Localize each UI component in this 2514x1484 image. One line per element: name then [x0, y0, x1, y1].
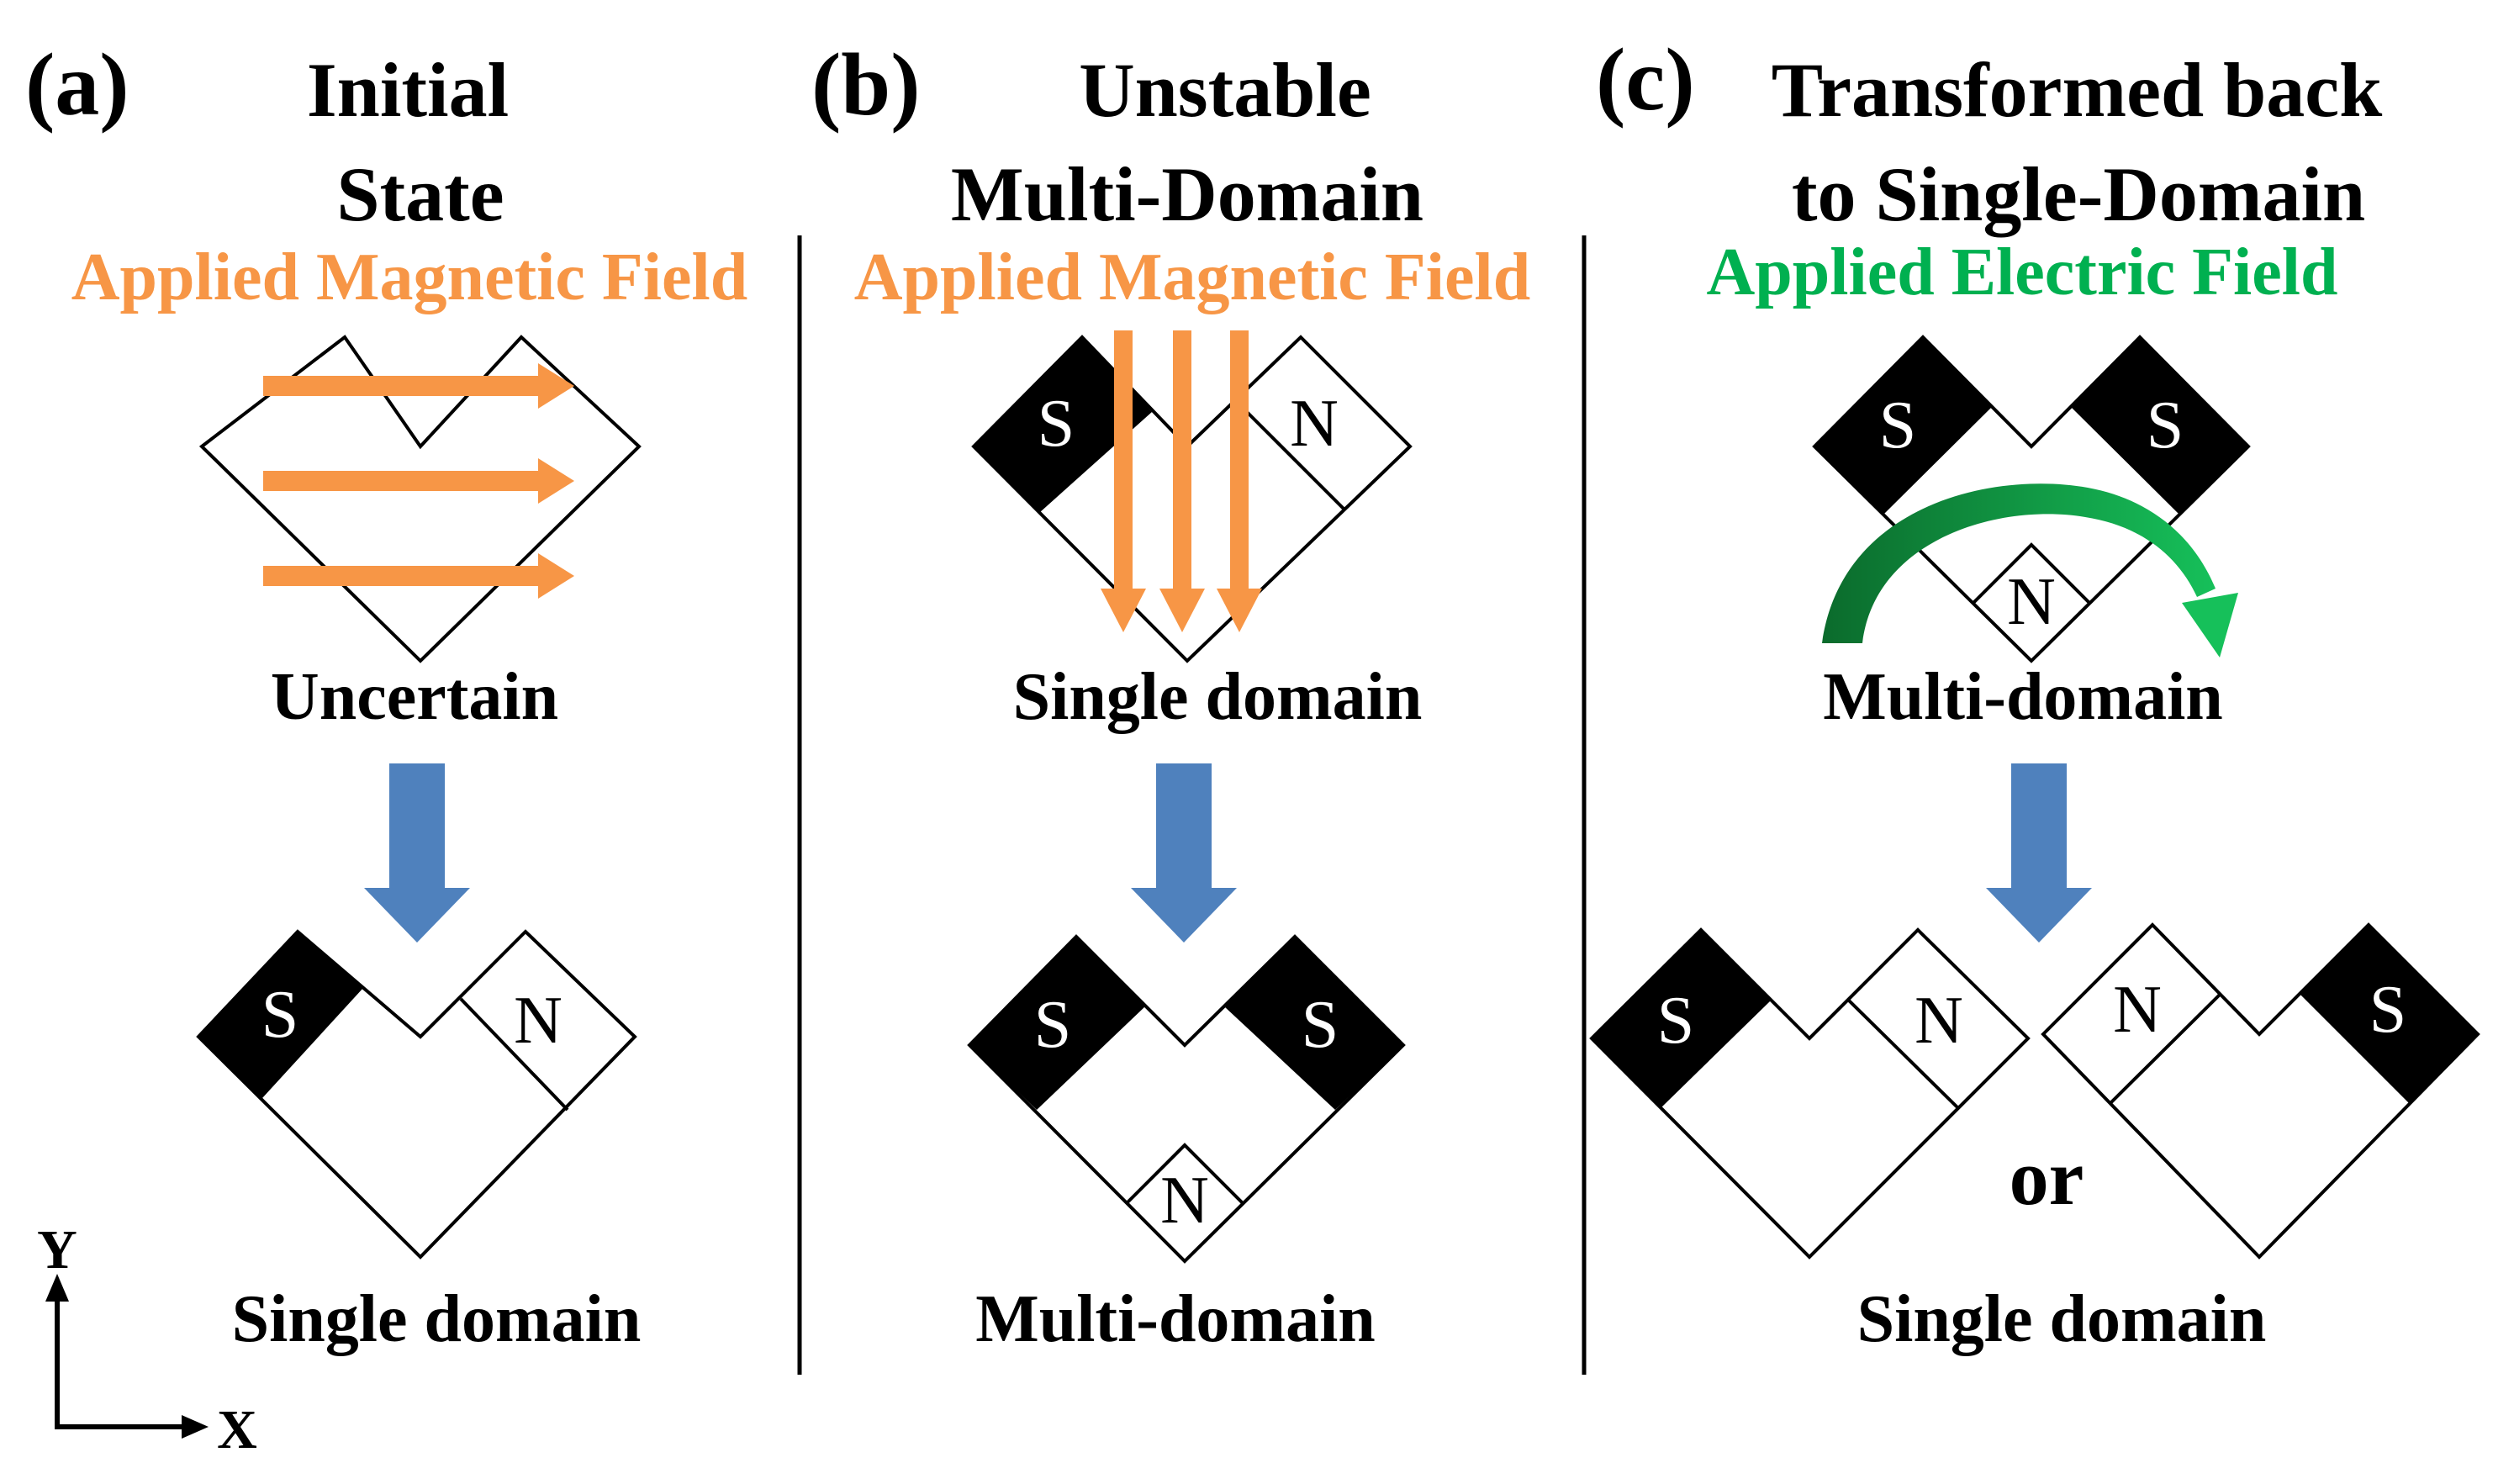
panel-c-before-north: N	[2007, 565, 2056, 639]
panel-c-field-label: Applied Electric Field	[1706, 235, 2337, 309]
panel-c-option1-north: N	[1915, 984, 1963, 1058]
south-pole	[1592, 930, 1771, 1108]
panel-c-option2-north: N	[2113, 973, 2162, 1047]
panel-a-before-state: Uncertain	[271, 660, 558, 734]
panel-b-after-south-right: S	[1302, 988, 1339, 1062]
panel-b-field-label: Applied Magnetic Field	[854, 240, 1530, 314]
panel-c-multi-domain-shape: S S N	[1812, 335, 2251, 663]
panel-a: (a) Initial State Applied Magnetic Field…	[25, 35, 747, 1356]
arrow-icon	[263, 458, 574, 504]
panel-a-uncertain-shape	[198, 335, 642, 663]
panel-c-letter: (c)	[1596, 30, 1695, 129]
arrow-icon	[1159, 330, 1205, 632]
panel-a-title-line1: Initial	[307, 47, 509, 133]
panel-b-title-line1: Unstable	[1079, 47, 1371, 133]
down-arrow-icon	[364, 763, 470, 943]
panel-c-before-south-left: S	[1879, 388, 1917, 462]
south-pole	[2071, 337, 2248, 515]
panel-a-after-state: Single domain	[232, 1282, 642, 1356]
south-pole	[198, 932, 363, 1098]
panel-b-after-south-left: S	[1034, 988, 1072, 1062]
panel-c-option2-shape: N S	[2041, 922, 2480, 1260]
panel-b-multi-domain-shape: S S N	[967, 934, 1406, 1264]
panel-b-after-state: Multi-domain	[975, 1282, 1376, 1356]
panel-c-before-south-right: S	[2147, 388, 2184, 462]
axes-indicator: Y X	[37, 1219, 257, 1460]
panel-c-option1-south: S	[1657, 984, 1695, 1058]
y-axis-label: Y	[37, 1219, 77, 1281]
panel-c-option2-south: S	[2369, 973, 2407, 1047]
panel-a-single-domain-shape: S N	[196, 929, 637, 1260]
panel-b-before-north: N	[1290, 387, 1339, 461]
panel-c: (c) Transformed back to Single-Domain Ap…	[1589, 30, 2480, 1356]
panel-b: (b) Unstable Multi-Domain Applied Magnet…	[811, 35, 1530, 1356]
panel-b-title-line2: Multi-Domain	[951, 151, 1423, 237]
panel-c-before-state: Multi-domain	[1823, 660, 2223, 734]
panel-a-after-north: N	[514, 984, 562, 1058]
panel-a-field-arrows	[263, 363, 574, 599]
arrow-icon	[263, 363, 574, 409]
panel-a-after-south: S	[261, 978, 299, 1052]
x-axis-label: X	[217, 1399, 257, 1460]
x-axis-arrowhead	[182, 1415, 209, 1439]
south-pole	[969, 937, 1145, 1110]
panel-b-single-domain-shape: S N	[971, 335, 1413, 663]
panel-c-title-line2: to Single-Domain	[1792, 151, 2365, 237]
south-pole	[974, 337, 1152, 513]
panel-a-title-line2: State	[336, 151, 504, 237]
panel-c-after-state: Single domain	[1857, 1282, 2267, 1356]
panel-a-field-label: Applied Magnetic Field	[71, 240, 747, 314]
panel-a-letter: (a)	[25, 35, 129, 134]
down-arrow-icon	[1986, 763, 2092, 943]
south-pole	[1814, 337, 1992, 515]
panel-b-after-north: N	[1160, 1164, 1209, 1238]
y-axis-arrowhead	[45, 1274, 69, 1302]
panel-b-field-arrows	[1101, 330, 1262, 632]
south-pole	[1224, 937, 1403, 1110]
panel-c-title-line1: Transformed back	[1772, 47, 2383, 133]
down-arrow-icon	[1131, 763, 1237, 943]
south-pole	[2300, 925, 2478, 1103]
arrow-icon	[1101, 330, 1146, 632]
panel-b-before-state: Single domain	[1013, 660, 1423, 734]
arrow-icon	[263, 553, 574, 599]
panel-c-or-separator: or	[2010, 1134, 2084, 1222]
curved-arrow-icon	[1822, 483, 2238, 658]
arrow-icon	[1217, 330, 1262, 632]
panel-b-before-south: S	[1038, 387, 1075, 461]
panel-c-option1-shape: S N	[1589, 927, 2031, 1260]
panel-b-letter: (b)	[811, 35, 921, 134]
